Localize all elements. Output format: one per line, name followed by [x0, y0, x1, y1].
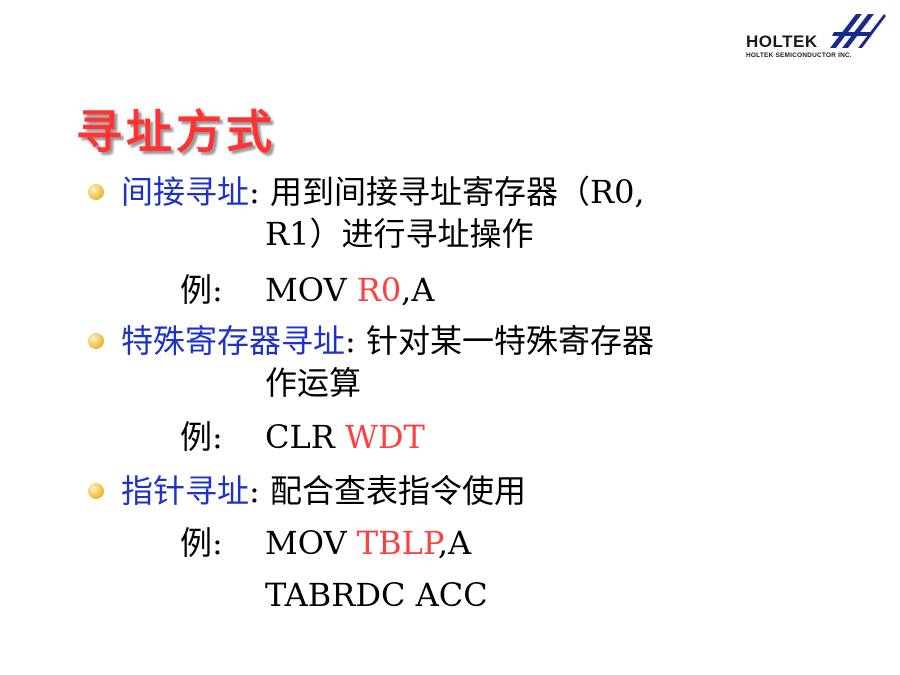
item-1-desc-2: R1）进行寻址操作 [265, 215, 534, 253]
item-3-example-label: 例: [180, 524, 223, 562]
item-1-example: 例: MOV R0,A [180, 270, 434, 310]
item-2-line-1: 特殊寄存器寻址: 针对某一特殊寄存器 [121, 321, 654, 361]
bullet-icon [88, 483, 104, 499]
item-2-example-reg: WDT [345, 418, 425, 456]
item-1-desc-1: 用到间接寻址寄存器（R0, [269, 173, 645, 211]
page-title: 寻址方式 [76, 105, 276, 159]
item-3-line-1: 指针寻址: 配合查表指令使用 [121, 471, 526, 511]
item-1-colon: : [249, 173, 260, 211]
item-3-example: 例: MOV TBLP,A [180, 523, 471, 563]
item-1-line-1: 间接寻址: 用到间接寻址寄存器（R0, [121, 172, 645, 212]
item-3-colon: : [249, 472, 260, 510]
item-1-example-reg: R0 [356, 271, 402, 309]
item-2-desc-1: 针对某一特殊寄存器 [365, 322, 654, 360]
item-1-example-op: MOV [265, 271, 347, 309]
item-2-line-2: 作运算 [265, 363, 361, 403]
item-2-colon: : [345, 322, 356, 360]
item-1-line-2: R1）进行寻址操作 [265, 214, 533, 254]
item-2-example-label: 例: [180, 418, 223, 456]
logo-name: HOLTEK [746, 32, 818, 51]
bullet-icon [88, 333, 104, 349]
item-2-example: 例: CLR WDT [180, 417, 425, 457]
bullet-icon [88, 184, 104, 200]
item-3-example-line-2: TABRDC ACC [265, 575, 488, 615]
item-3-example-op: MOV [265, 524, 347, 562]
item-2-term: 特殊寄存器寻址 [121, 322, 346, 360]
item-2-example-op: CLR [265, 418, 335, 456]
item-3-term: 指针寻址 [121, 472, 250, 510]
item-1-example-post: ,A [401, 271, 435, 309]
item-1-term: 间接寻址 [121, 173, 250, 211]
item-3-desc-1: 配合查表指令使用 [269, 472, 526, 510]
item-3-example-2: TABRDC ACC [265, 576, 488, 614]
holtek-mark-icon [830, 14, 886, 48]
logo-subtitle: HOLTEK SEMICONDUCTOR INC. [746, 52, 852, 59]
item-3-example-post: ,A [437, 524, 472, 562]
item-3-example-reg: TBLP [356, 524, 438, 562]
item-1-example-label: 例: [180, 271, 223, 309]
holtek-logo: HOLTEK HOLTEK SEMICONDUCTOR INC. [742, 8, 892, 68]
item-2-desc-2: 作运算 [265, 364, 362, 402]
